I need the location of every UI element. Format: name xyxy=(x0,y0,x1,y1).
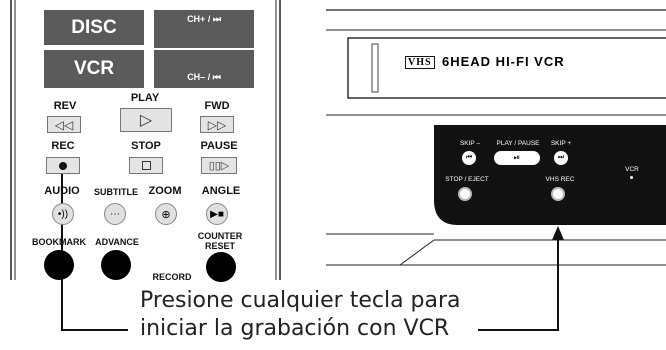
vcr-bevel-line xyxy=(399,239,435,266)
fwd-label: FWD xyxy=(204,100,230,112)
ch-down-label: CH– / ⏮ xyxy=(187,72,221,82)
caption-line-1: Presione cualquier tecla para xyxy=(140,288,461,313)
stop-eject-button[interactable] xyxy=(458,187,472,201)
skip-forward-icon: ⏭ xyxy=(557,154,565,161)
stop-icon xyxy=(141,161,151,170)
zoom-label: ZOOM xyxy=(148,185,182,197)
vhs-rec-button[interactable] xyxy=(551,187,565,201)
vcr-control-panel xyxy=(434,125,666,225)
rev-label: REV xyxy=(53,100,77,112)
ch-up-label: CH+ / ⏭ xyxy=(187,14,221,24)
pause-button[interactable]: ▯▯▷ xyxy=(201,157,237,174)
angle-button[interactable]: ▶■ xyxy=(206,203,228,225)
zoom-button[interactable]: ⊕ xyxy=(155,203,177,225)
play-pause-icon: ⏯ xyxy=(513,153,521,162)
play-icon: ▷ xyxy=(139,112,153,129)
disc-label: DISC xyxy=(71,16,117,38)
pause-label: PAUSE xyxy=(200,140,238,152)
vcr-indicator-led xyxy=(630,176,633,179)
subtitle-label: SUBTITLE xyxy=(94,187,138,197)
record-group-label: RECORD xyxy=(152,272,192,282)
arrow-head-right xyxy=(552,226,564,240)
audio-button[interactable]: •)) xyxy=(52,203,74,225)
play-pause-button[interactable]: ⏯ xyxy=(494,151,540,165)
audio-label: AUDIO xyxy=(44,185,80,197)
reset-label: RESET xyxy=(204,241,235,251)
counter-reset-button[interactable] xyxy=(206,252,236,282)
play-label: PLAY xyxy=(130,92,160,104)
vhs-logo: VHS xyxy=(405,56,435,69)
angle-label: ANGLE xyxy=(201,185,241,197)
counter-label: COUNTER xyxy=(197,231,243,241)
vcr-label: VCR xyxy=(73,58,115,79)
pause-step-icon: ▯▯▷ xyxy=(208,160,230,172)
disc-button[interactable]: DISC xyxy=(44,10,144,45)
vhs-rec-label: VHS REC xyxy=(545,176,575,183)
fast-forward-icon: ▷▷ xyxy=(207,117,227,132)
stop-eject-label: STOP / EJECT xyxy=(445,176,489,183)
stop-label: STOP xyxy=(131,140,161,152)
advance-label: ADVANCE xyxy=(95,237,139,247)
advance-button[interactable] xyxy=(101,250,131,280)
ch-up-button[interactable]: CH+ / ⏭ xyxy=(154,10,254,48)
play-pause-label: PLAY / PAUSE xyxy=(496,140,540,147)
rec-label: REC xyxy=(51,140,75,152)
play-button[interactable]: ▷ xyxy=(120,108,172,132)
subtitle-button[interactable]: ⋯ xyxy=(104,203,126,225)
skip-plus-label: SKIP + xyxy=(550,140,572,147)
vcr-indicator-label: VCR xyxy=(625,166,639,173)
fwd-button[interactable]: ▷▷ xyxy=(200,116,234,133)
rev-button[interactable]: ◁◁ xyxy=(47,116,81,133)
skip-back-icon: ⏮ xyxy=(465,154,473,161)
subtitle-icon: ⋯ xyxy=(110,208,120,220)
vcr-button[interactable]: VCR xyxy=(44,50,144,88)
skip-minus-label: SKIP – xyxy=(459,140,481,147)
bookmark-button[interactable] xyxy=(44,250,74,280)
caption-line-2: iniciar la grabación con VCR xyxy=(140,316,450,341)
vcr-model-text: 6HEAD HI-FI VCR xyxy=(442,54,565,69)
vcr-door-slot xyxy=(371,43,379,93)
zoom-icon: ⊕ xyxy=(161,208,171,221)
ch-down-button[interactable]: CH– / ⏮ xyxy=(154,50,254,88)
rec-button[interactable] xyxy=(46,157,80,174)
rewind-icon: ◁◁ xyxy=(54,117,74,132)
record-icon xyxy=(59,161,67,170)
skip-plus-button[interactable]: ⏭ xyxy=(554,151,568,165)
skip-minus-button[interactable]: ⏮ xyxy=(462,151,476,165)
audio-icon: •)) xyxy=(57,208,69,220)
vcr-cassette-door xyxy=(347,37,666,99)
stop-button[interactable] xyxy=(129,157,163,174)
arrow-line-right xyxy=(478,234,559,331)
camera-icon: ▶■ xyxy=(210,208,224,220)
bookmark-label: BOOKMARK xyxy=(32,237,86,247)
